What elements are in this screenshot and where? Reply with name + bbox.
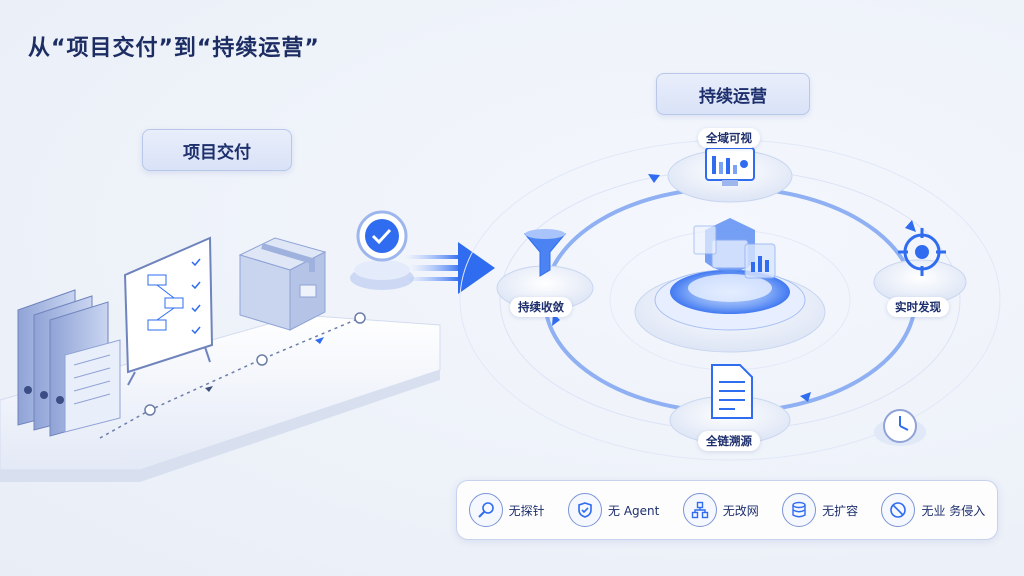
feature-strip: 无探针 无 Agent 无改网 无扩容 无业 务侵入 xyxy=(456,480,998,540)
package-box xyxy=(238,237,327,331)
node-label-detection: 实时发现 xyxy=(887,297,949,317)
binders xyxy=(17,289,121,437)
feature-label: 无 Agent xyxy=(608,503,660,518)
project-delivery-tag: 项目交付 xyxy=(142,129,292,171)
node-label-visibility: 全域可视 xyxy=(698,128,760,148)
database-icon xyxy=(782,493,817,527)
feature-no-expansion: 无扩容 xyxy=(782,493,858,527)
no-entry-icon xyxy=(881,493,916,527)
probe-icon xyxy=(468,493,503,527)
monitor-pad xyxy=(667,147,793,203)
page-title: 从“项目交付”到“持续运营” xyxy=(28,36,320,61)
feature-label: 无探针 xyxy=(508,503,545,518)
feature-label: 无改网 xyxy=(722,503,759,518)
feature-no-agent: 无 Agent xyxy=(568,493,659,527)
check-badge-icon xyxy=(350,210,414,290)
feature-label: 无扩容 xyxy=(822,503,859,518)
transition-arrow xyxy=(405,242,495,294)
node-label-convergence: 持续收敛 xyxy=(510,297,572,317)
document-pad xyxy=(669,364,791,445)
feature-no-intrusion: 无业 务侵入 xyxy=(881,493,985,527)
feature-label: 无业 务侵入 xyxy=(921,503,986,518)
feature-no-probe: 无探针 xyxy=(468,493,545,527)
feature-no-network-change: 无改网 xyxy=(682,493,759,527)
flowchart-whiteboard xyxy=(123,236,214,386)
shield-check-icon xyxy=(568,493,603,527)
clock-icon xyxy=(874,409,926,446)
network-icon xyxy=(682,493,717,527)
node-label-traceability: 全链溯源 xyxy=(698,431,760,451)
continuous-ops-tag: 持续运营 xyxy=(656,73,810,115)
security-core xyxy=(634,218,826,353)
target-pad xyxy=(873,228,967,305)
